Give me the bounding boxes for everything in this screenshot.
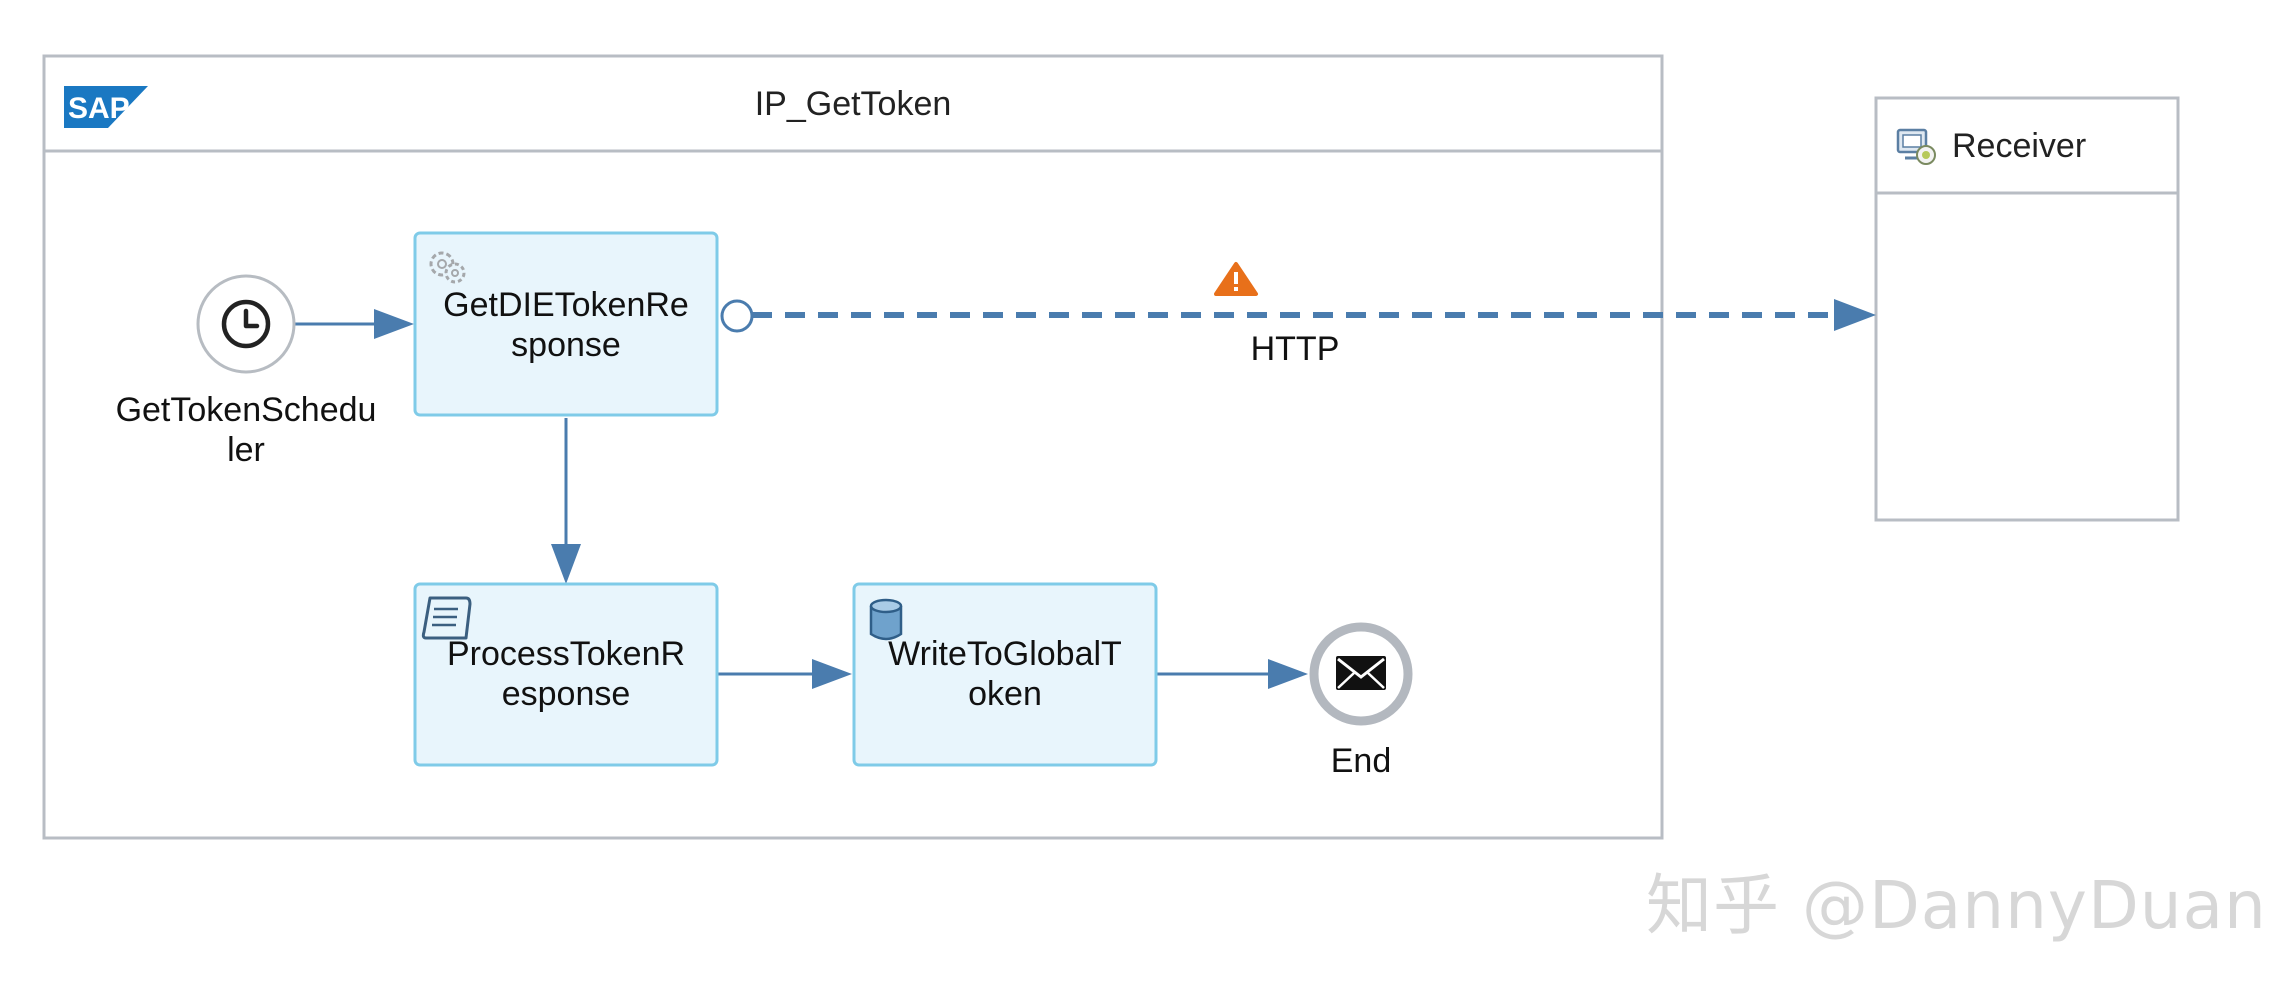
task-process-token-response[interactable] <box>413 582 719 767</box>
sap-logo: SAP <box>64 86 148 128</box>
task-write-global-token-label: WriteToGlobalT oken <box>854 634 1156 714</box>
task-label-line2: esponse <box>501 675 631 713</box>
integration-process-title: IP_GetToken <box>754 85 952 123</box>
arrowhead-start-to-get <box>374 309 414 339</box>
start-event-label: GetTokenSchedu ler <box>90 390 402 470</box>
task-label-line1: ProcessTokenR <box>446 635 686 673</box>
task-process-token-response-label: ProcessTokenR esponse <box>415 634 717 714</box>
sap-logo-text: SAP <box>68 92 130 125</box>
start-timer-event[interactable] <box>196 274 296 374</box>
receiver-system-icon <box>1896 128 1936 165</box>
clock-icon <box>221 299 271 349</box>
receiver-participant[interactable] <box>1874 96 2180 522</box>
arrowhead-write-to-end <box>1268 659 1308 689</box>
warning-icon[interactable] <box>1214 262 1258 296</box>
task-label-line2: oken <box>968 675 1042 713</box>
watermark: 知乎 @DannyDuan <box>1646 867 2267 944</box>
start-label-line2: ler <box>227 431 265 469</box>
sequence-flows <box>295 309 1308 689</box>
receiver-title: Receiver <box>1952 127 2087 165</box>
task-write-global-token[interactable] <box>852 582 1158 767</box>
task-get-token-response-label: GetDIETokenRe sponse <box>415 285 717 365</box>
http-connection-label: HTTP <box>1250 330 1340 368</box>
envelope-icon <box>1336 656 1386 690</box>
task-label-line1: GetDIETokenRe <box>443 286 689 324</box>
message-flow-origin-circle <box>720 299 754 333</box>
end-message-event[interactable] <box>1309 622 1413 726</box>
task-get-token-response[interactable] <box>413 231 719 417</box>
http-message-flow[interactable] <box>720 299 1876 333</box>
gear-icon <box>429 251 466 284</box>
start-label-line1: GetTokenSchedu <box>115 391 377 429</box>
script-icon <box>421 596 472 640</box>
datastore-icon <box>869 598 903 641</box>
arrowhead-process-to-write <box>812 659 852 689</box>
end-event-label: End <box>1330 742 1392 780</box>
task-label-line2: sponse <box>511 326 621 364</box>
task-label-line1: WriteToGlobalT <box>888 635 1122 673</box>
arrowhead-get-to-process <box>551 544 581 584</box>
